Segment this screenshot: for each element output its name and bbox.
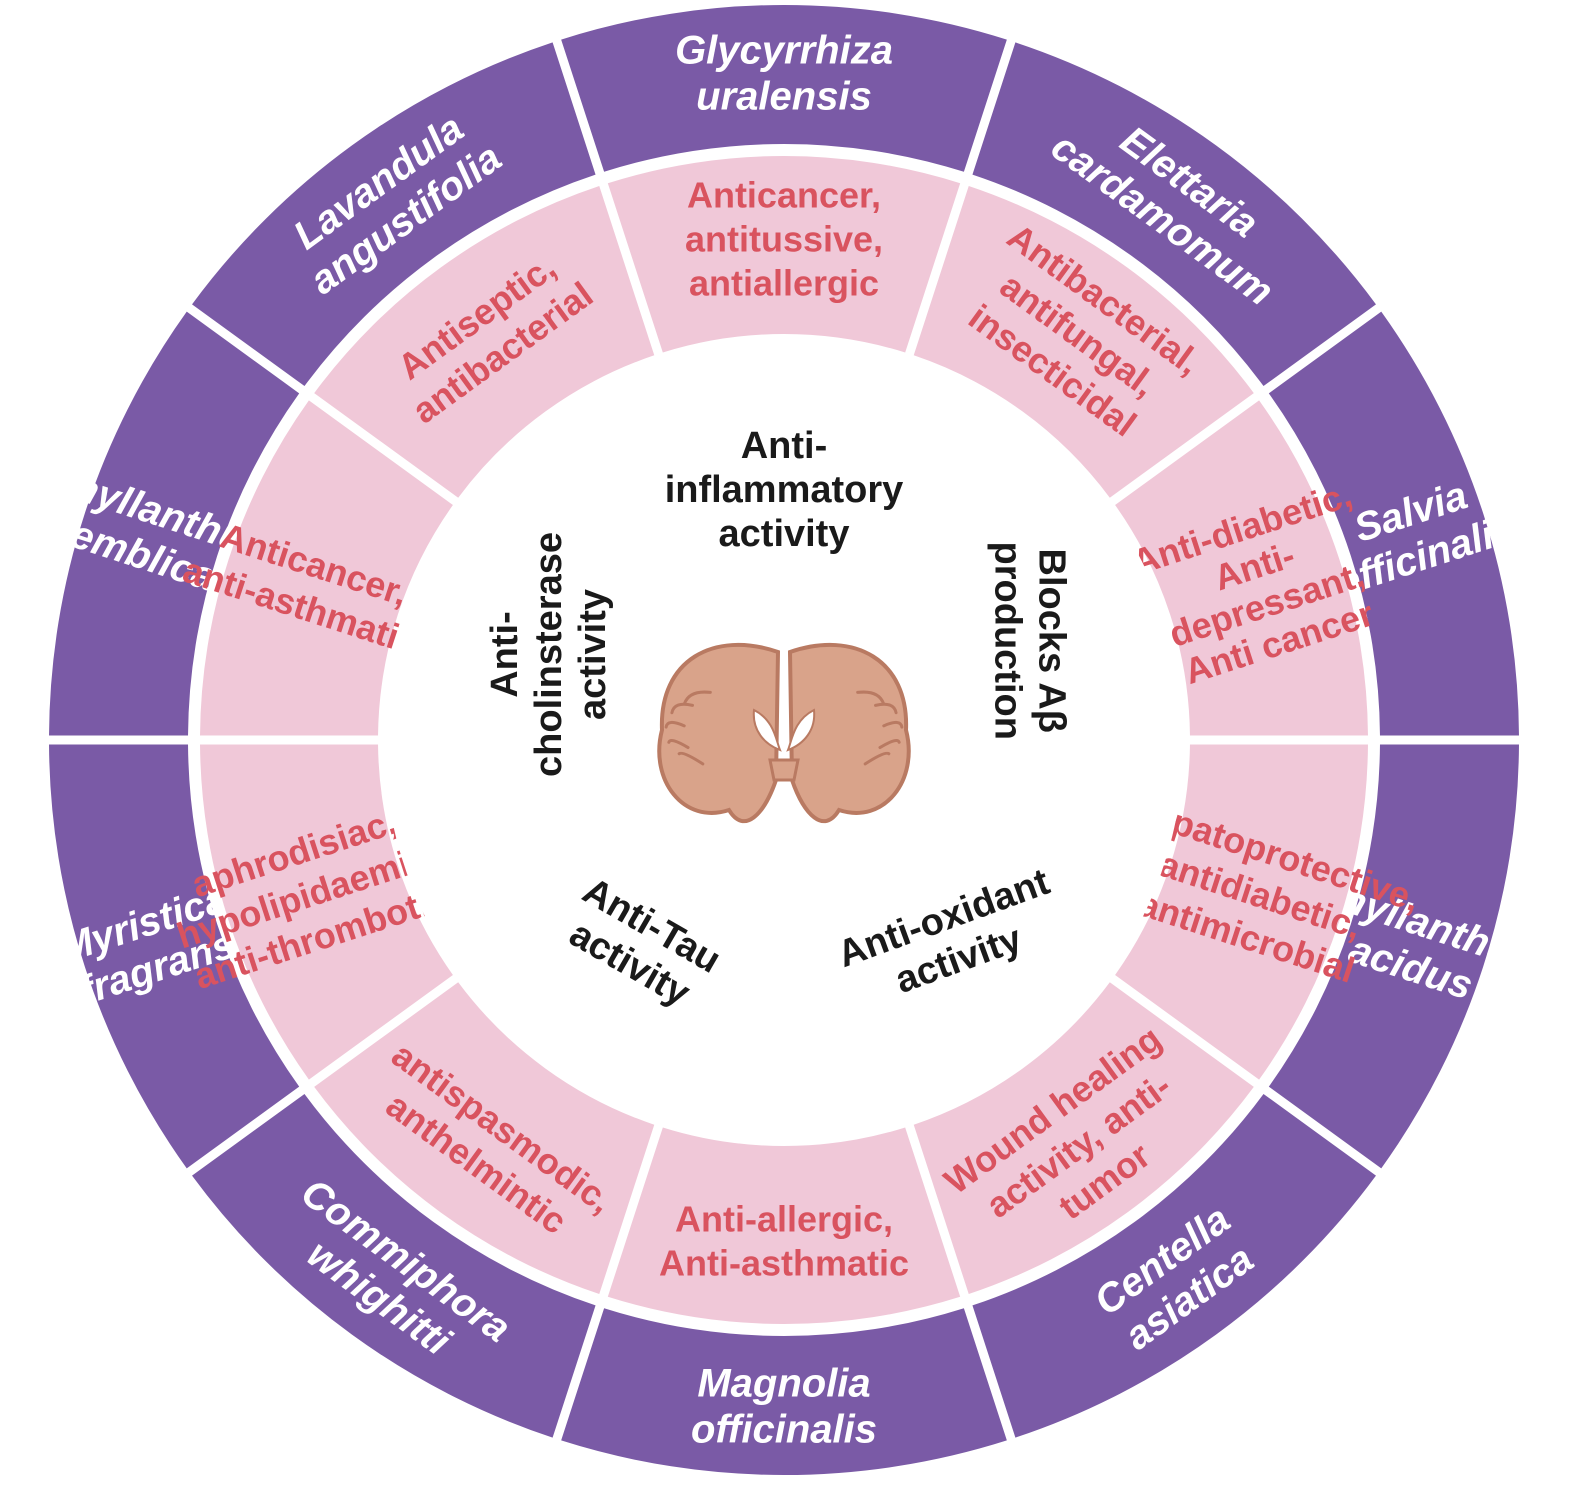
property-segment [1115, 744, 1368, 1080]
plant-segment [972, 42, 1376, 387]
plant-name-5-line-1: officinalis [691, 1408, 877, 1452]
plant-segment [1268, 744, 1519, 1169]
plant-property-5-line-1: Anti-asthmatic [659, 1243, 909, 1284]
plant-segment [561, 1308, 1007, 1475]
property-segment [200, 744, 453, 1080]
property-segment [913, 185, 1254, 498]
property-segment [607, 1127, 961, 1324]
activity-1-line-0: Blocks Aβ [1031, 549, 1073, 733]
activity-0-line-0: Anti- [741, 425, 828, 467]
plant-name-0-line-0: Glycyrrhiza [675, 29, 893, 73]
plant-segment [49, 744, 300, 1169]
plant-segment [1268, 311, 1519, 736]
property-segment [314, 185, 655, 498]
center-disc [384, 340, 1184, 1140]
activity-4-line-2: activity [572, 589, 614, 720]
property-segment [913, 982, 1254, 1295]
plant-name-5-line-0: Magnolia [697, 1362, 870, 1406]
brain-coronal-section-icon [657, 642, 911, 824]
activity-4-line-1: cholinsterase [528, 532, 570, 777]
property-segment [314, 982, 655, 1295]
activity-0-line-1: inflammatory [665, 469, 904, 511]
plant-segment [192, 1093, 596, 1438]
plant-property-0-line-2: antiallergic [689, 263, 879, 304]
plant-segment [561, 4, 1007, 172]
plant-segment [192, 42, 596, 387]
activity-1-line-1: production [987, 542, 1029, 740]
plant-property-0-line-1: antitussive, [685, 219, 883, 260]
plant-segment [49, 311, 300, 736]
property-segment [200, 400, 453, 736]
property-segment [1115, 400, 1368, 736]
plant-segment [972, 1093, 1376, 1438]
plant-property-5-line-0: Anti-allergic, [675, 1199, 893, 1240]
property-segment [607, 155, 961, 353]
activity-0-line-2: activity [719, 513, 850, 555]
plant-name-0-line-1: uralensis [696, 75, 872, 119]
plant-property-0-line-0: Anticancer, [687, 175, 881, 216]
activity-4-line-0: Anti- [484, 611, 526, 698]
